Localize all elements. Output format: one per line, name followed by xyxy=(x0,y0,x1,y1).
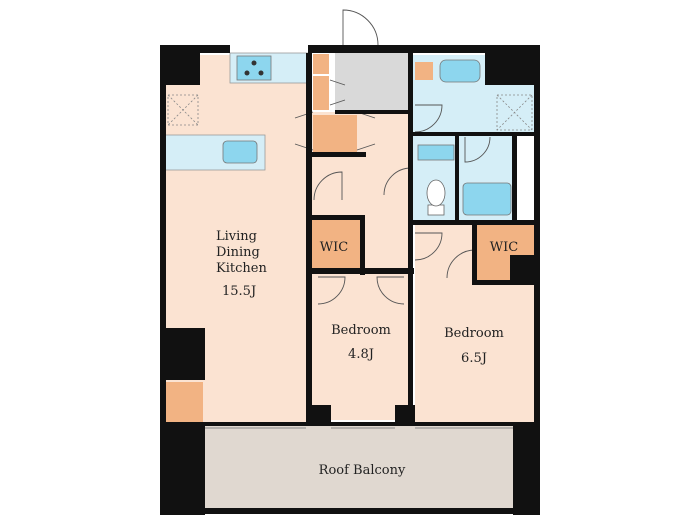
wall xyxy=(160,425,205,515)
sink-icon xyxy=(222,140,258,164)
wall xyxy=(408,53,413,423)
ldk-door xyxy=(313,171,343,201)
ldk-label-line3: Kitchen xyxy=(216,261,267,276)
entrance-floor xyxy=(335,52,413,112)
wic2-label: WIC xyxy=(490,240,518,255)
wall xyxy=(160,328,205,380)
closet-2 xyxy=(313,76,329,110)
wall xyxy=(513,425,540,515)
wall xyxy=(306,215,364,220)
wall xyxy=(160,422,540,426)
wall xyxy=(510,255,540,285)
closet-5 xyxy=(415,62,433,80)
wall xyxy=(306,268,414,274)
wall xyxy=(413,132,538,136)
shower-tub-icon xyxy=(462,182,512,216)
wall xyxy=(395,405,415,425)
closet-3 xyxy=(313,115,335,153)
bedroom1-floor xyxy=(312,272,410,420)
ldk-label-line2: Dining xyxy=(216,245,260,260)
storage-door xyxy=(329,79,346,106)
bath-vent-icon xyxy=(496,94,533,131)
wall xyxy=(308,45,540,53)
storage xyxy=(165,54,534,425)
bath-door xyxy=(414,104,443,133)
wall xyxy=(512,132,517,222)
wall xyxy=(306,53,312,425)
bath-door-2 xyxy=(464,136,491,163)
closet-4 xyxy=(335,115,357,153)
bedroom1-size: 4.8J xyxy=(348,347,374,362)
walls xyxy=(160,45,540,515)
stove-icon xyxy=(236,55,272,81)
vent-icon xyxy=(167,94,199,126)
washbasin-icon xyxy=(417,144,455,161)
labels: Living Dining Kitchen 15.5J WIC WIC Bedr… xyxy=(216,229,518,478)
closet-1 xyxy=(313,54,329,74)
bedroom1-door-b xyxy=(376,276,405,305)
wall xyxy=(306,152,366,157)
entrance-door xyxy=(342,9,379,46)
ldk-label-line1: Living xyxy=(216,229,257,244)
wic1-box xyxy=(308,220,360,272)
bedroom1-label: Bedroom xyxy=(331,323,391,338)
wall xyxy=(455,132,459,222)
door-swings xyxy=(294,9,491,305)
bedroom2-label: Bedroom xyxy=(444,326,504,341)
wall xyxy=(472,220,477,285)
wall xyxy=(160,508,540,514)
balcony-floor xyxy=(165,425,537,510)
toilet-icon xyxy=(426,179,446,216)
wall xyxy=(472,280,540,285)
ldk-closet xyxy=(165,382,203,425)
bedroom1-door-a xyxy=(317,276,346,305)
balcony-label: Roof Balcony xyxy=(319,463,406,478)
wall xyxy=(160,45,166,515)
wic1-label: WIC xyxy=(320,240,348,255)
wall xyxy=(360,215,365,275)
wall xyxy=(335,110,413,114)
kitchen xyxy=(164,52,309,171)
ldk-size: 15.5J xyxy=(222,284,256,299)
bedroom2-size: 6.5J xyxy=(461,351,487,366)
bathtub-icon xyxy=(439,59,481,83)
wall xyxy=(160,45,230,53)
bedroom2-door xyxy=(414,232,443,261)
wall xyxy=(306,405,331,425)
